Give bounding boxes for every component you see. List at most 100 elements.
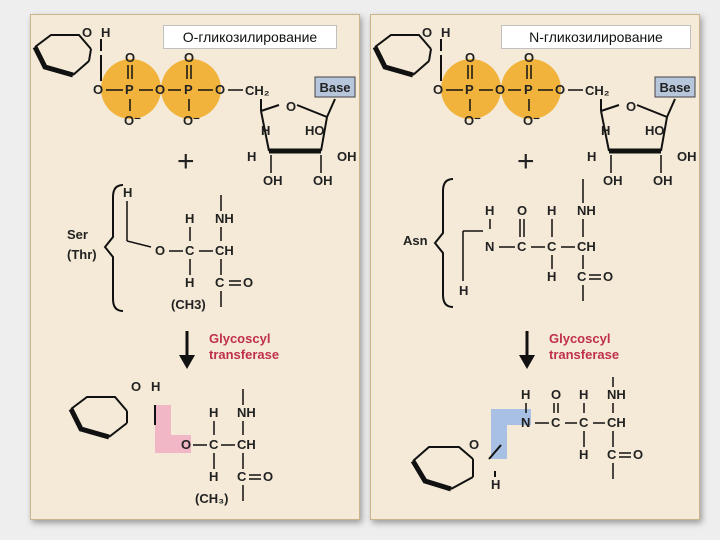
svg-text:NH: NH: [607, 387, 626, 402]
enzyme-name-line2: transferase: [549, 347, 619, 362]
svg-text:HO: HO: [645, 123, 665, 138]
svg-text:O⁻: O⁻: [523, 113, 540, 128]
base-label: Base: [319, 80, 350, 95]
svg-text:C: C: [579, 415, 589, 430]
svg-text:C: C: [577, 269, 587, 284]
svg-text:CH₂: CH₂: [245, 83, 270, 98]
svg-text:O: O: [263, 469, 273, 484]
svg-text:O: O: [131, 379, 141, 394]
svg-text:O: O: [125, 50, 135, 65]
svg-text:H: H: [547, 269, 556, 284]
ribose-ring: [600, 98, 676, 154]
svg-text:O: O: [517, 203, 527, 218]
svg-text:H: H: [261, 123, 270, 138]
svg-text:P: P: [125, 82, 134, 97]
svg-text:H: H: [601, 123, 610, 138]
svg-text:CH: CH: [607, 415, 626, 430]
svg-text:O: O: [633, 447, 643, 462]
residue-bracket: [433, 178, 454, 308]
o-panel-title: O-гликозилирование: [163, 25, 337, 49]
plus-sign: +: [177, 145, 195, 178]
svg-text:H: H: [151, 379, 160, 394]
svg-text:O: O: [469, 437, 479, 452]
svg-text:HO: HO: [305, 123, 325, 138]
base-box: [654, 76, 696, 98]
o-glycosylation-panel: O-гликозилирование O H O P O P O O: [30, 14, 360, 520]
svg-text:O: O: [626, 99, 636, 114]
svg-text:C: C: [237, 469, 247, 484]
svg-text:H: H: [247, 149, 256, 164]
svg-text:P: P: [465, 82, 474, 97]
svg-text:O: O: [495, 82, 505, 97]
svg-text:OH: OH: [653, 173, 673, 188]
svg-text:C: C: [551, 415, 561, 430]
sugar-ring-product: [410, 444, 502, 492]
base-box: [314, 76, 356, 98]
sugar-ring-top: [372, 34, 442, 81]
svg-text:O: O: [184, 50, 194, 65]
svg-text:O: O: [215, 82, 225, 97]
svg-text:CH₂: CH₂: [585, 83, 610, 98]
ring-oxygen: O: [82, 25, 92, 40]
n-panel-title: N-гликозилирование: [501, 25, 691, 49]
svg-text:C: C: [215, 275, 225, 290]
svg-text:H: H: [185, 211, 194, 226]
svg-text:OH: OH: [337, 149, 357, 164]
svg-text:NH: NH: [577, 203, 596, 218]
svg-text:O: O: [465, 50, 475, 65]
svg-text:N: N: [521, 415, 530, 430]
base-label: Base: [659, 80, 690, 95]
svg-text:CH: CH: [237, 437, 256, 452]
svg-text:H: H: [209, 405, 218, 420]
svg-text:O: O: [93, 82, 103, 97]
svg-text:N: N: [485, 239, 494, 254]
svg-text:H: H: [491, 477, 500, 492]
svg-text:H: H: [547, 203, 556, 218]
residue-bracket: [103, 184, 124, 312]
svg-text:O: O: [551, 387, 561, 402]
svg-text:O: O: [243, 275, 253, 290]
svg-text:P: P: [524, 82, 533, 97]
svg-text:C: C: [547, 239, 557, 254]
svg-text:O⁻: O⁻: [124, 113, 141, 128]
svg-text:OH: OH: [313, 173, 333, 188]
svg-text:H: H: [485, 203, 494, 218]
svg-text:H: H: [579, 447, 588, 462]
svg-text:P: P: [184, 82, 193, 97]
svg-text:CH: CH: [577, 239, 596, 254]
svg-text:(CH₃): (CH₃): [195, 491, 228, 506]
plus-sign: +: [517, 145, 535, 178]
svg-text:NH: NH: [237, 405, 256, 420]
svg-text:C: C: [607, 447, 617, 462]
svg-text:OH: OH: [263, 173, 283, 188]
side-chain-label: (CH3): [171, 297, 206, 312]
ser-label: Ser: [67, 227, 88, 242]
svg-text:H: H: [521, 387, 530, 402]
n-glycosylation-diagram: O H O P O P O O O O⁻ O⁻ CH₂: [372, 25, 697, 492]
svg-text:O: O: [555, 82, 565, 97]
svg-text:NH: NH: [215, 211, 234, 226]
svg-text:C: C: [185, 243, 195, 258]
o-linkage-highlight: [155, 405, 191, 453]
pyrophosphate-group: O P O P O O O O⁻ O⁻ CH₂: [433, 50, 610, 128]
enzyme-name-line2: transferase: [209, 347, 279, 362]
svg-text:O: O: [433, 82, 443, 97]
sugar-ring-product: [68, 396, 156, 440]
thr-label: (Thr): [67, 247, 97, 262]
pyrophosphate-group: O P O P O O O O⁻ O⁻ CH₂: [93, 50, 270, 128]
enzyme-name-line1: Glycoscyl: [209, 331, 270, 346]
svg-text:H: H: [459, 283, 468, 298]
svg-text:H: H: [185, 275, 194, 290]
svg-text:H: H: [209, 469, 218, 484]
svg-text:H: H: [579, 387, 588, 402]
svg-text:OH: OH: [677, 149, 697, 164]
n-glycosylation-panel: N-гликозилирование O H O P O P O O: [370, 14, 700, 520]
enzyme-name-line1: Glycoscyl: [549, 331, 610, 346]
svg-text:H: H: [441, 25, 450, 40]
svg-text:O: O: [524, 50, 534, 65]
svg-text:C: C: [209, 437, 219, 452]
svg-text:O: O: [155, 243, 165, 258]
svg-text:O: O: [603, 269, 613, 284]
asn-label: Asn: [403, 233, 428, 248]
ring-hydrogen: H: [101, 25, 110, 40]
